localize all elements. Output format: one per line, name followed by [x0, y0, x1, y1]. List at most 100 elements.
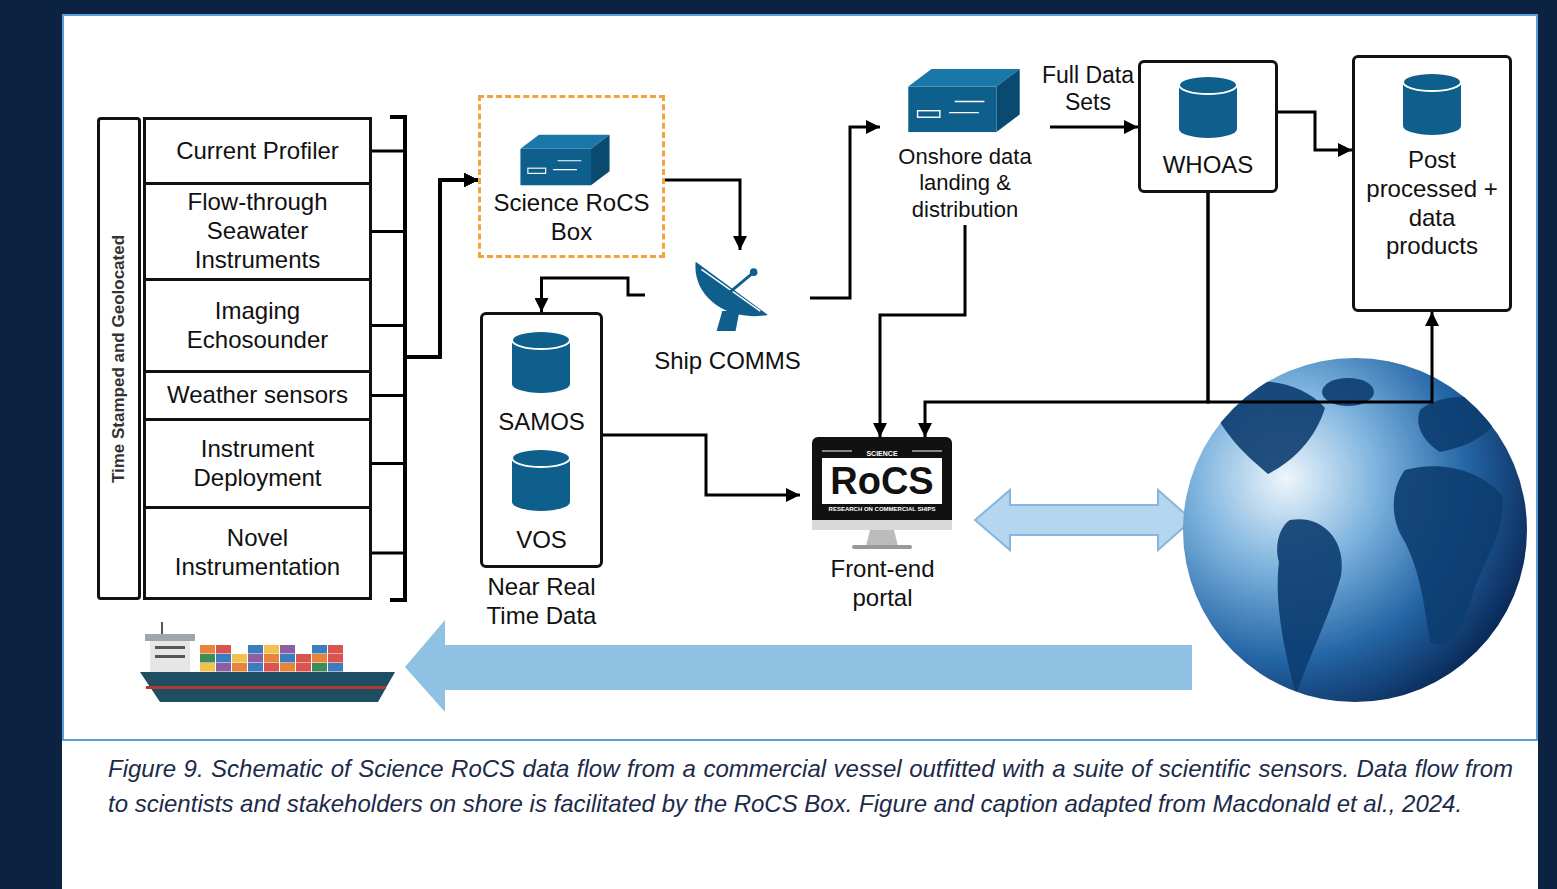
node-label: Onshore data landing & distribution — [886, 144, 1044, 223]
node-label: WHOAS — [1163, 151, 1254, 180]
drawing-part — [155, 655, 185, 658]
products-box: Post processed + data products — [1352, 55, 1512, 312]
drawing-part — [140, 672, 395, 702]
container — [216, 654, 231, 663]
flow-arrow — [925, 193, 1208, 437]
database-icon — [512, 449, 570, 511]
container — [296, 654, 311, 663]
node-label: Ship COMMS — [654, 347, 801, 376]
container — [280, 654, 295, 663]
container — [216, 645, 231, 654]
instrument-box: Instrument Deployment — [143, 418, 372, 509]
container — [200, 663, 215, 672]
container — [312, 663, 327, 672]
container — [280, 663, 295, 672]
container — [296, 663, 311, 672]
flow-arrow — [372, 180, 478, 357]
node-label: Front-end portal — [800, 555, 965, 613]
flow-arrow — [810, 127, 880, 298]
flow-arrow — [372, 180, 478, 553]
container — [248, 645, 263, 654]
drawing-part — [822, 458, 942, 504]
drawing-part — [1277, 519, 1342, 694]
drawing-part — [150, 640, 190, 672]
drawing-part — [812, 437, 952, 530]
node-label: RoCS — [822, 459, 942, 503]
node-label: Imaging Echosounder — [152, 297, 363, 355]
globe-illustration — [1183, 358, 1527, 702]
server-icon — [908, 69, 1019, 132]
database-icon — [512, 331, 570, 393]
double-arrow — [975, 490, 1192, 550]
instrument-box: Current Profiler — [143, 117, 372, 185]
container — [264, 663, 279, 672]
instrument-box: Imaging Echosounder — [143, 278, 372, 373]
drawing-part — [852, 545, 912, 549]
instrument-box: Novel Instrumentation — [143, 506, 372, 600]
drawing-part — [1205, 378, 1505, 694]
node-label: SCIENCE — [812, 450, 952, 458]
realtime-box: Near Real Time DataSAMOSVOS — [480, 312, 603, 568]
container — [328, 645, 343, 654]
server-icon — [520, 135, 609, 186]
instrument-box: Flow-through Seawater Instruments — [143, 182, 372, 281]
node-label: Current Profiler — [176, 137, 339, 166]
flow-arrow — [880, 225, 965, 437]
container — [248, 654, 263, 663]
drawing-part — [1205, 381, 1325, 474]
connectors — [372, 112, 1432, 553]
flow-arrow — [372, 180, 478, 396]
figure-border — [63, 15, 1537, 740]
container — [280, 645, 295, 654]
return-arrow — [405, 620, 1192, 712]
container — [232, 654, 247, 663]
drawing-part — [145, 634, 195, 641]
container — [328, 654, 343, 663]
flow-arrow — [665, 180, 740, 250]
node-label: Flow-through Seawater Instruments — [152, 188, 363, 274]
node-label: Post processed + data products — [1361, 146, 1503, 261]
drawing-part — [155, 646, 185, 649]
container — [248, 663, 263, 672]
drawing-part — [866, 530, 898, 546]
flow-arrow — [1208, 193, 1432, 402]
drawing-part — [1183, 358, 1527, 702]
container — [312, 654, 327, 663]
monitor-icon — [812, 437, 952, 549]
database-box: WHOAS — [1138, 60, 1278, 193]
drawing-part — [200, 645, 343, 672]
rocs-box: Science RoCS Box — [478, 95, 665, 258]
database-node: SAMOS — [488, 323, 595, 441]
node-label: Science RoCS Box — [487, 189, 656, 247]
drawing-part — [812, 520, 952, 530]
node-label: Near Real Time Data — [460, 573, 623, 631]
flow-arrow — [372, 180, 478, 357]
white-panel — [62, 14, 1538, 889]
figure-caption: Figure 9. Schematic of Science RoCS data… — [108, 752, 1513, 822]
ship-comms: Ship COMMS — [645, 250, 810, 380]
drawing-part — [1418, 397, 1505, 452]
container — [200, 645, 215, 654]
instrument-box: Weather sensors — [143, 370, 372, 421]
container — [200, 654, 215, 663]
node-label: Instrument Deployment — [152, 435, 363, 493]
flow-arrow — [603, 435, 800, 495]
node-label: RESEARCH ON COMMERCIAL SHIPS — [812, 506, 952, 513]
drawing-part — [161, 622, 163, 634]
vertical-label: Time Stamped and Geolocated — [109, 124, 129, 594]
flow-arrow — [372, 180, 478, 464]
container — [264, 645, 279, 654]
node-label: Weather sensors — [167, 381, 348, 410]
container — [328, 663, 343, 672]
edge-label: Full Data Sets — [1040, 62, 1136, 117]
frontend-portal: SCIENCERoCS RESEARCH ON COMMERCIAL SHIPS F… — [800, 437, 965, 612]
flow-arrow — [1278, 112, 1352, 150]
database-icon — [1403, 73, 1461, 135]
satellite-dish-icon — [695, 262, 767, 331]
database-icon — [1179, 76, 1237, 138]
container-ship — [140, 622, 395, 702]
container — [216, 663, 231, 672]
node-label: SAMOS — [498, 408, 585, 437]
